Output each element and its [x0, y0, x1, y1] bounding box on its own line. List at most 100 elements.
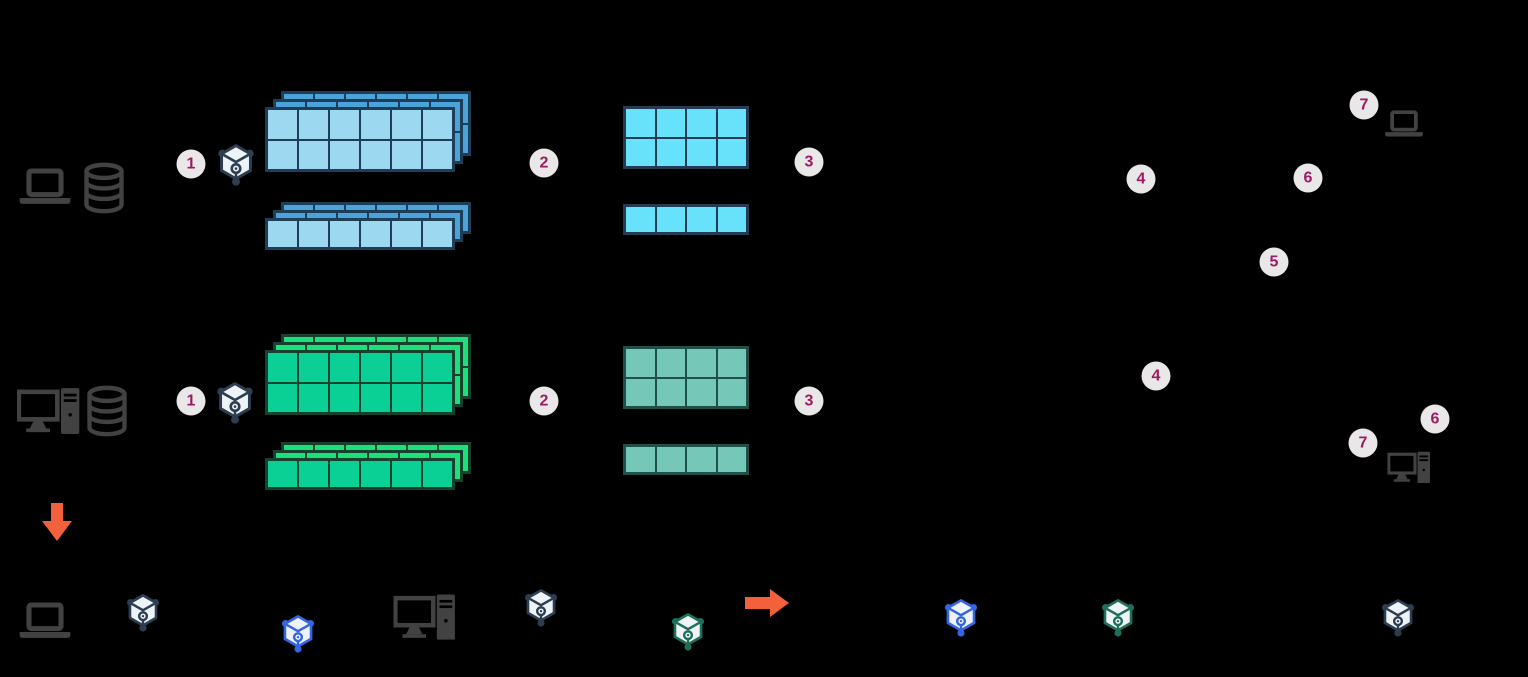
table-cell [655, 377, 686, 407]
table-cell [655, 348, 686, 378]
step-badge-3: 3 [794, 386, 824, 416]
table-cell [716, 446, 747, 473]
green-table-stack-small [265, 458, 455, 490]
legend-cube-green-icon-1 [669, 611, 707, 651]
legend-cube-blue-icon-2 [942, 597, 980, 637]
table-cell [391, 352, 422, 383]
legend-desktop-icon [393, 593, 459, 644]
table-cell [716, 108, 747, 138]
legend-cube-navy-icon-3 [1379, 597, 1417, 637]
table-cell [716, 206, 747, 233]
table-cell [422, 109, 453, 140]
step-badge-label: 3 [804, 392, 814, 409]
legend-laptop-icon [18, 602, 72, 639]
table-cell [686, 206, 717, 233]
client-desktop-icon [1387, 451, 1433, 486]
table-cell [716, 377, 747, 407]
transform-cube-icon-bottom [214, 380, 256, 425]
table-cell [298, 460, 329, 488]
table-cell [329, 382, 360, 413]
table-cell [360, 352, 391, 383]
source-database-icon-2 [86, 385, 128, 437]
step-badge-3: 3 [794, 147, 824, 177]
table-cell [267, 220, 298, 248]
legend-cube-green-icon-2 [1099, 597, 1137, 637]
table-cell [298, 139, 329, 170]
step-badge-label: 6 [1303, 169, 1313, 186]
table-cell [625, 206, 656, 233]
step-badge-label: 7 [1358, 434, 1368, 451]
table-cell [655, 108, 686, 138]
cyan-grid-1x4 [623, 204, 749, 235]
table-cell [655, 206, 686, 233]
table-cell [267, 352, 298, 383]
step-badge-4: 4 [1141, 361, 1171, 391]
teal-grid-1x4 [623, 444, 749, 475]
table-cell [298, 109, 329, 140]
step-badge-7: 7 [1349, 90, 1379, 120]
step-badge-6: 6 [1293, 163, 1323, 193]
legend-cube-navy-icon-2 [522, 587, 560, 627]
step-badge-label: 2 [539, 154, 549, 171]
table-cell [625, 108, 656, 138]
step-badge-5: 5 [1259, 247, 1289, 277]
table-cell [686, 137, 717, 167]
step-badge-label: 1 [186, 392, 196, 409]
step-badge-7: 7 [1348, 428, 1378, 458]
table-cell [655, 446, 686, 473]
client-laptop-icon [1384, 110, 1424, 138]
cyan-grid-2x4 [623, 106, 749, 169]
table-cell [329, 460, 360, 488]
step-badge-label: 1 [186, 155, 196, 172]
step-badge-label: 4 [1151, 367, 1161, 384]
step-badge-label: 5 [1269, 253, 1279, 270]
step-badge-label: 7 [1359, 96, 1369, 113]
step-badge-1: 1 [176, 149, 206, 179]
down-arrow [42, 503, 72, 541]
step-badge-label: 2 [539, 392, 549, 409]
table-cell [360, 139, 391, 170]
source-desktop-icon [16, 386, 83, 437]
table-cell [329, 139, 360, 170]
table-cell [686, 446, 717, 473]
table-cell [267, 109, 298, 140]
legend-cube-navy-icon-1 [124, 592, 162, 632]
source-database-icon [83, 162, 125, 214]
table-cell [625, 137, 656, 167]
table-cell [360, 109, 391, 140]
table-cell [655, 137, 686, 167]
green-table-stack-large [265, 350, 455, 415]
right-arrow [745, 589, 789, 617]
table-cell [391, 109, 422, 140]
step-badge-1: 1 [176, 386, 206, 416]
table-cell [329, 352, 360, 383]
table-cell [422, 220, 453, 248]
table-cell [422, 139, 453, 170]
table-cell [298, 382, 329, 413]
step-badge-4: 4 [1126, 164, 1156, 194]
table-cell [686, 377, 717, 407]
table-cell [391, 382, 422, 413]
table-cell [360, 460, 391, 488]
step-badge-label: 3 [804, 153, 814, 170]
table-cell [625, 377, 656, 407]
step-badge-label: 4 [1136, 170, 1146, 187]
table-cell [329, 109, 360, 140]
table-cell [329, 220, 360, 248]
table-cell [686, 348, 717, 378]
table-cell [298, 352, 329, 383]
table-cell [360, 382, 391, 413]
transform-cube-icon-top [215, 142, 257, 187]
blue-table-stack-large [265, 107, 455, 172]
table-cell [422, 382, 453, 413]
table-cell [686, 108, 717, 138]
step-badge-label: 6 [1430, 410, 1440, 427]
table-cell [267, 460, 298, 488]
table-cell [267, 382, 298, 413]
table-cell [625, 446, 656, 473]
table-cell [267, 139, 298, 170]
table-cell [625, 348, 656, 378]
table-cell [391, 139, 422, 170]
source-laptop-icon [18, 168, 72, 205]
